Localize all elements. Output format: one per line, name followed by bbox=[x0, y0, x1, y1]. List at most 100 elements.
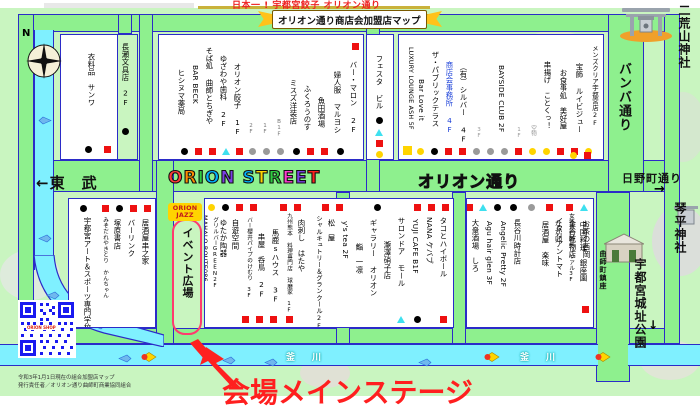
tobu-direction-label: ←東 武 bbox=[36, 174, 98, 192]
compass-needle-icon bbox=[26, 43, 62, 79]
orion-jazz-logo: ORION JAZZ bbox=[168, 203, 202, 221]
marker-triangle bbox=[375, 129, 383, 136]
marker-yellow-circle bbox=[529, 148, 536, 155]
shop-label: 鮨 一凛 bbox=[355, 243, 364, 274]
marker-circle-grey bbox=[501, 148, 508, 155]
shop-label: グリルバーGREEN2F bbox=[212, 217, 218, 290]
shop-label: ミスズ洋装店 bbox=[289, 79, 298, 125]
shop-label: サロンドア モール bbox=[397, 217, 406, 287]
jazz-line-1: ORION bbox=[172, 204, 198, 212]
shop-label: ふくろうのす bbox=[303, 85, 312, 131]
shop-label: 宇都宮アート＆スポーツ専門学校 bbox=[83, 217, 92, 328]
shop-label: バーリンク bbox=[127, 219, 136, 257]
marker-square bbox=[442, 204, 449, 211]
marker-circle bbox=[80, 205, 87, 212]
shop-label: 女性専門脱毛リリアル3F bbox=[568, 213, 574, 284]
floor-label: 空物 bbox=[530, 125, 536, 137]
marker-circle-grey bbox=[249, 148, 256, 155]
marker-square bbox=[459, 148, 466, 155]
shop-label: y's tea 2F bbox=[341, 221, 350, 259]
shop-label: 松 屋 bbox=[327, 219, 336, 242]
river-kamagawa-right bbox=[340, 344, 598, 366]
shop-label: そば処 曲師とちぎや bbox=[205, 47, 214, 125]
river-kamagawa-east bbox=[628, 344, 700, 366]
marker-yellow-circle bbox=[570, 152, 577, 159]
marker-circle bbox=[376, 117, 383, 124]
shop-label: BAYSIDE CLUB 2F bbox=[497, 65, 506, 133]
marker-square bbox=[286, 316, 293, 323]
shop-label: みそだれやきとり かんちゃん bbox=[102, 217, 108, 299]
shop-label: 中国料理 銀座園 bbox=[579, 221, 588, 282]
river-kamagawa-left bbox=[0, 344, 340, 366]
marker-square bbox=[352, 43, 359, 50]
marker-square bbox=[321, 148, 328, 155]
shop-label: ザ・パブリックテラス bbox=[431, 51, 440, 127]
marker-square bbox=[336, 204, 343, 211]
map-title-text: オリオン通り商店会加盟店マップ bbox=[278, 15, 421, 27]
marker-letter-A bbox=[403, 146, 412, 155]
road-vertical-east bbox=[596, 192, 630, 382]
fish-icon-4 bbox=[46, 285, 60, 300]
qr-code[interactable]: ORION SHOP bbox=[18, 300, 76, 358]
block-e-9: お茶の西岡 金谷乾物店 なか卯 bbox=[540, 198, 596, 328]
shop-label: Angelic Pretty 2F bbox=[499, 221, 508, 288]
compass-north-label: N bbox=[22, 28, 31, 39]
shop-label: 肉刺し はたや bbox=[297, 219, 306, 273]
fish-icon-7 bbox=[222, 350, 236, 365]
shop-label: 衣料品 サンワ bbox=[87, 53, 96, 107]
shop-label: 長瀬文具店 2F bbox=[121, 43, 130, 107]
marker-square bbox=[195, 148, 202, 155]
marker-triangle bbox=[580, 204, 588, 211]
floor-label: 1F bbox=[516, 127, 522, 140]
futarasan-shrine-label: 二荒山神社 bbox=[677, 4, 691, 69]
road-vertical-farEast bbox=[664, 14, 680, 344]
shop-label: 金谷乾物店 bbox=[568, 220, 577, 258]
marker-square bbox=[307, 148, 314, 155]
marker-circle bbox=[122, 128, 129, 135]
banba-street-label: バンバ通り bbox=[616, 62, 631, 132]
banner-ribbon-right bbox=[426, 11, 442, 27]
marker-square bbox=[546, 204, 553, 211]
shop-label: ゆたか陶器 bbox=[219, 219, 228, 257]
marker-circle bbox=[494, 204, 501, 211]
floor-label: B1F bbox=[276, 119, 282, 138]
futarasan-torii-icon bbox=[618, 2, 674, 42]
marker-square bbox=[130, 205, 137, 212]
marker-square bbox=[322, 204, 329, 211]
shop-label: Bar Love it bbox=[417, 79, 426, 121]
marker-circle bbox=[85, 146, 92, 153]
marker-square bbox=[566, 204, 573, 211]
orion-street-en-label: ORION STREET bbox=[167, 167, 321, 188]
marker-yellow-circle bbox=[208, 204, 215, 211]
shop-label: 自遊空間 bbox=[231, 219, 240, 250]
shop-label: 馬鹿sハウス 3F bbox=[271, 229, 280, 304]
marker-square bbox=[209, 148, 216, 155]
marker-circle bbox=[116, 205, 123, 212]
marker-square bbox=[236, 204, 243, 211]
marker-circle-grey bbox=[473, 148, 480, 155]
fish-icon-9 bbox=[418, 352, 432, 367]
fish-icon-8 bbox=[264, 352, 278, 367]
shop-label: 九州熊本 料理専門店 球磨家 1F bbox=[286, 213, 292, 314]
shop-label: 婦人服 マルヨシ bbox=[333, 71, 342, 134]
block-s-7: タコとハイボール NANA ケバブ YUJI CAFE B1F サロンドア モー… bbox=[204, 198, 454, 328]
road-orion-street bbox=[18, 160, 680, 192]
shop-label: バー・マロン 2F bbox=[349, 61, 358, 135]
river-branch-west bbox=[34, 30, 54, 270]
shop-label: NANA ケバブ bbox=[425, 217, 434, 264]
marker-square bbox=[557, 148, 564, 155]
shop-label: ギャラリー オリオン bbox=[369, 219, 378, 297]
shop-label: ヒシヌマ薬局 bbox=[177, 69, 186, 115]
castle-park-label: 宇都宮城址公園 bbox=[633, 258, 647, 349]
fish-icon-6 bbox=[118, 348, 132, 363]
event-plaza-marker[interactable]: イベント広場 bbox=[172, 219, 202, 335]
compass-rose: N bbox=[22, 28, 68, 82]
castle-park-arrow-icon: ↓ bbox=[648, 318, 659, 332]
marker-circle-grey bbox=[277, 148, 284, 155]
shop-label: 大衆酒場 しろ bbox=[471, 219, 480, 273]
shop-label: シャルキュトリー＆グランクール2F bbox=[315, 215, 323, 328]
block-sw-6: 居酒屋串之家 バーリンク 塚原書店 みそだれやきとり かんちゃん 宇都宮アート＆… bbox=[68, 198, 156, 328]
fish-icon-3 bbox=[38, 228, 52, 243]
marker-circle bbox=[431, 148, 438, 155]
